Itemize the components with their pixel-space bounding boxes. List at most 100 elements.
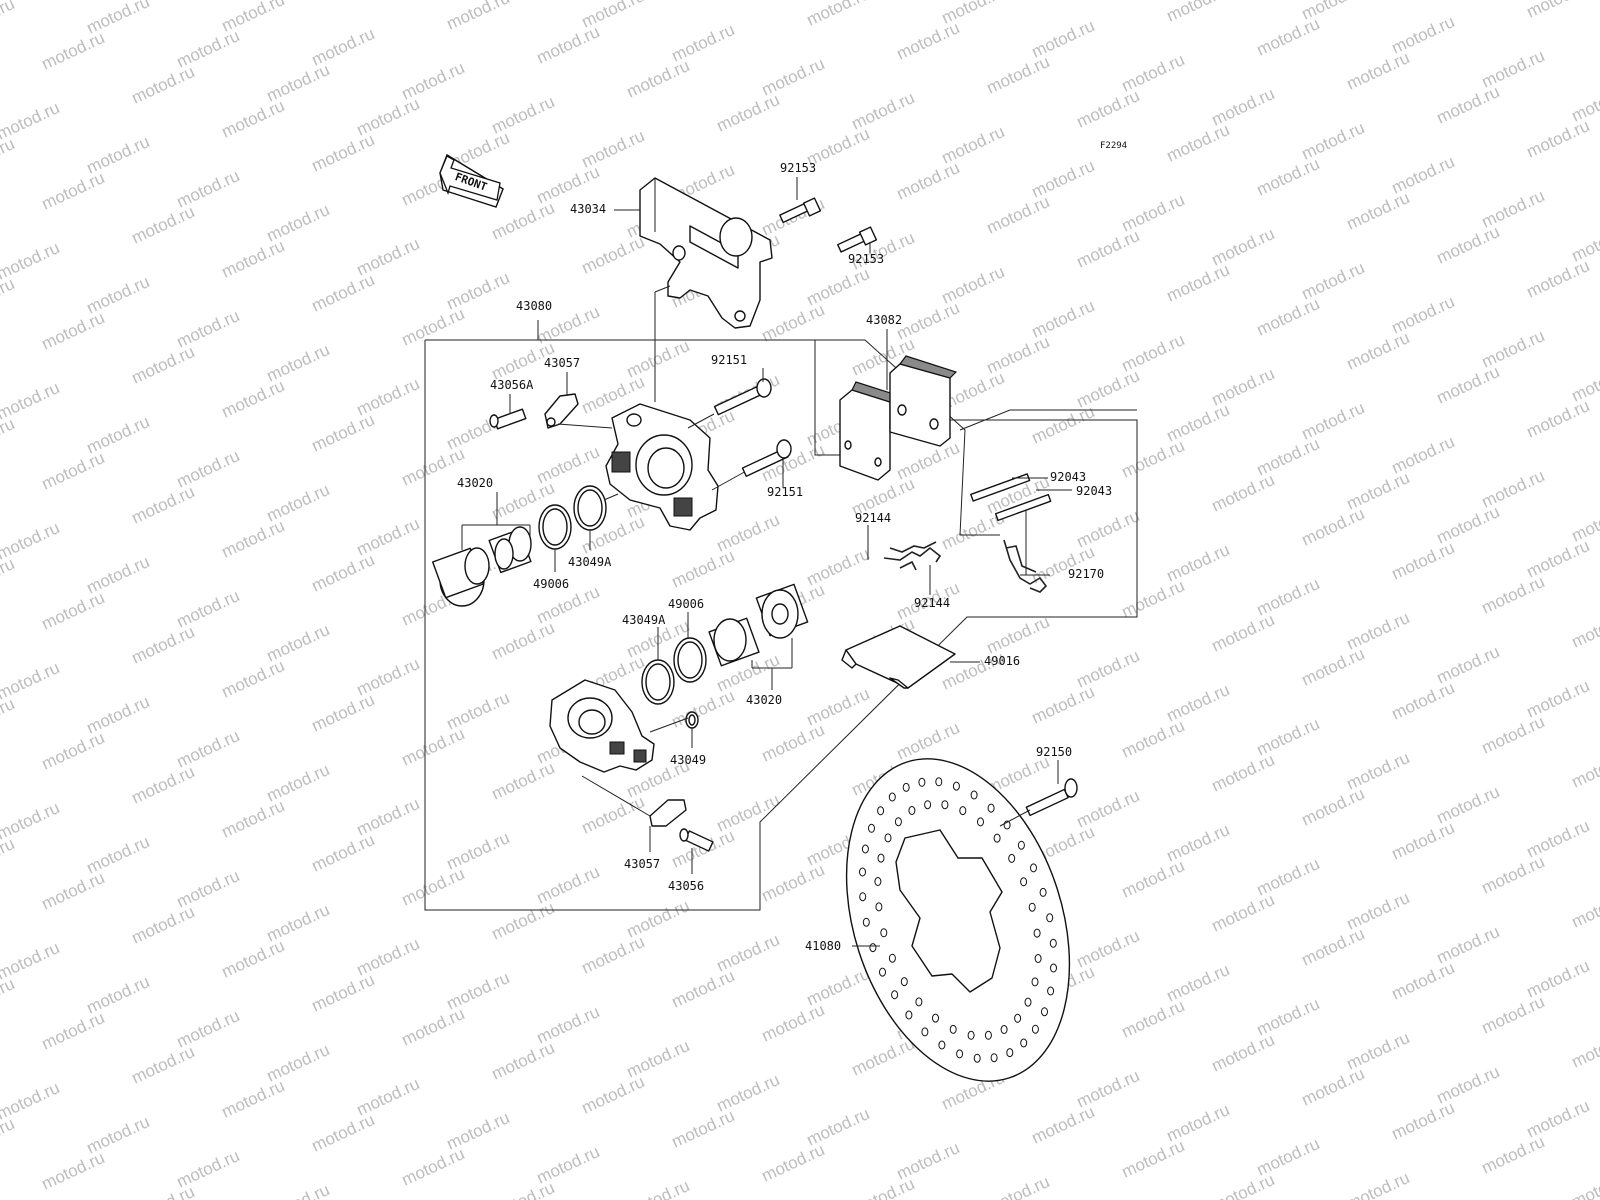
brake-disc [845, 758, 1071, 1082]
disc-hole [880, 928, 888, 938]
watermark-text: motod.ru [1479, 852, 1548, 898]
disc-hole [993, 833, 1001, 843]
dust-seal-right [673, 637, 707, 683]
disc-hole [884, 833, 892, 843]
disc-hole [888, 953, 896, 963]
watermark-text: motod.ru [1299, 924, 1368, 970]
watermark-text: motod.ru [219, 1076, 288, 1122]
watermark-text: motod.ru [1164, 0, 1233, 26]
watermark-text: motod.ru [129, 62, 198, 108]
watermark-text: motod.ru [714, 90, 783, 136]
watermark-text: motod.ru [1209, 1170, 1278, 1200]
disc-hole [918, 777, 926, 787]
watermark-text: motod.ru [1254, 14, 1323, 60]
watermark-text: motod.ru [624, 1176, 693, 1200]
watermark-text: motod.ru [309, 550, 378, 596]
disc-hole [874, 877, 882, 886]
watermark-text: motod.ru [579, 232, 648, 278]
label-92153-top: 92153 [780, 161, 816, 175]
figure-id: F2294 [1100, 141, 1127, 151]
watermark-text: motod.ru [1569, 1026, 1600, 1072]
disc-hole [970, 790, 978, 800]
label-92043-lower: 92043 [1076, 484, 1112, 498]
watermark-text: motod.ru [1029, 402, 1098, 448]
watermark-text: motod.ru [1389, 1098, 1458, 1144]
label-92151-upper: 92151 [711, 353, 747, 367]
watermark-text: motod.ru [1569, 1166, 1600, 1200]
disc-hole [1046, 913, 1054, 923]
disc-vent-holes [859, 777, 1057, 1063]
disc-hole [877, 806, 885, 816]
watermark-text: motod.ru [1344, 48, 1413, 94]
watermark-text: motod.ru [1434, 82, 1503, 128]
watermark-text: motod.ru [219, 236, 288, 282]
watermark-text: motod.ru [1524, 0, 1593, 22]
watermark-text: motod.ru [0, 834, 17, 880]
watermark-text: motod.ru [1299, 1064, 1368, 1110]
piston-right-inner [708, 617, 760, 667]
watermark-text: motod.ru [579, 792, 648, 838]
watermark-text: motod.ru [1524, 116, 1593, 162]
disc-hole [1041, 1007, 1048, 1017]
watermark-text: motod.ru [759, 300, 828, 346]
disc-hole [977, 817, 984, 827]
watermark-text: motod.ru [129, 1042, 198, 1088]
watermark-text: motod.ru [264, 1180, 333, 1200]
watermark-text: motod.ru [129, 762, 198, 808]
label-43020-right: 43020 [746, 693, 782, 707]
watermark-text: motod.ru [1299, 644, 1368, 690]
watermark-text: motod.ru [759, 720, 828, 766]
watermark-text: motod.ru [129, 902, 198, 948]
slide-bolt-lower [711, 439, 792, 491]
pad-pin-lower [994, 493, 1052, 522]
bleed-valve-lower [679, 828, 714, 852]
watermark-text: motod.ru [804, 0, 873, 30]
disc-hole [1028, 902, 1036, 912]
watermark-text: motod.ru [1029, 682, 1098, 728]
watermark-text: motod.ru [1344, 328, 1413, 374]
watermark-text: motod.ru [759, 860, 828, 906]
bleed-cap-upper [544, 393, 613, 429]
pad-clip [1003, 539, 1048, 593]
watermark-text: motod.ru [309, 270, 378, 316]
disc-hole [900, 977, 908, 987]
disc-hole [935, 777, 943, 787]
watermark-text: motod.ru [39, 1008, 108, 1054]
watermark-text: motod.ru [894, 158, 963, 204]
label-43056: 43056 [668, 879, 704, 893]
bleed-valve-upper [489, 408, 527, 430]
label-49016: 49016 [984, 654, 1020, 668]
watermark-text: motod.ru [219, 376, 288, 422]
piston-right-outer [755, 583, 809, 639]
caliper-body-lower [549, 679, 689, 773]
watermark-text: motod.ru [1389, 818, 1458, 864]
watermark-text: motod.ru [579, 1072, 648, 1118]
watermark-text: motod.ru [0, 694, 17, 740]
watermark-text: motod.ru [309, 410, 378, 456]
watermark-text: motod.ru [669, 1106, 738, 1152]
label-49006-left: 49006 [533, 577, 569, 591]
label-92043-upper: 92043 [1050, 470, 1086, 484]
watermark-text: motod.ru [489, 198, 558, 244]
disc-hole [861, 844, 869, 854]
watermark-text: motod.ru [0, 134, 17, 180]
watermark-text: motod.ru [1434, 362, 1503, 408]
label-43057-upper: 43057 [544, 356, 580, 370]
watermark-text: motod.ru [1119, 996, 1188, 1042]
watermark-text: motod.ru [759, 1000, 828, 1046]
brake-pad-right [889, 355, 958, 447]
disc-hole [959, 806, 967, 816]
watermark-text: motod.ru [39, 28, 108, 74]
disc-hole [905, 1010, 913, 1020]
watermark-text: motod.ru [1029, 1102, 1098, 1148]
watermark-text: motod.ru [1119, 1136, 1188, 1182]
disc-hole [879, 967, 886, 977]
watermark-text: motod.ru [444, 0, 513, 34]
disc-hole [984, 1030, 992, 1040]
label-43082: 43082 [866, 313, 902, 327]
label-41080: 41080 [805, 939, 841, 953]
watermark-text: motod.ru [0, 414, 17, 460]
watermark-text: motod.ru [489, 1038, 558, 1084]
watermark-text: motod.ru [1569, 606, 1600, 652]
disc-hole [932, 1013, 939, 1023]
